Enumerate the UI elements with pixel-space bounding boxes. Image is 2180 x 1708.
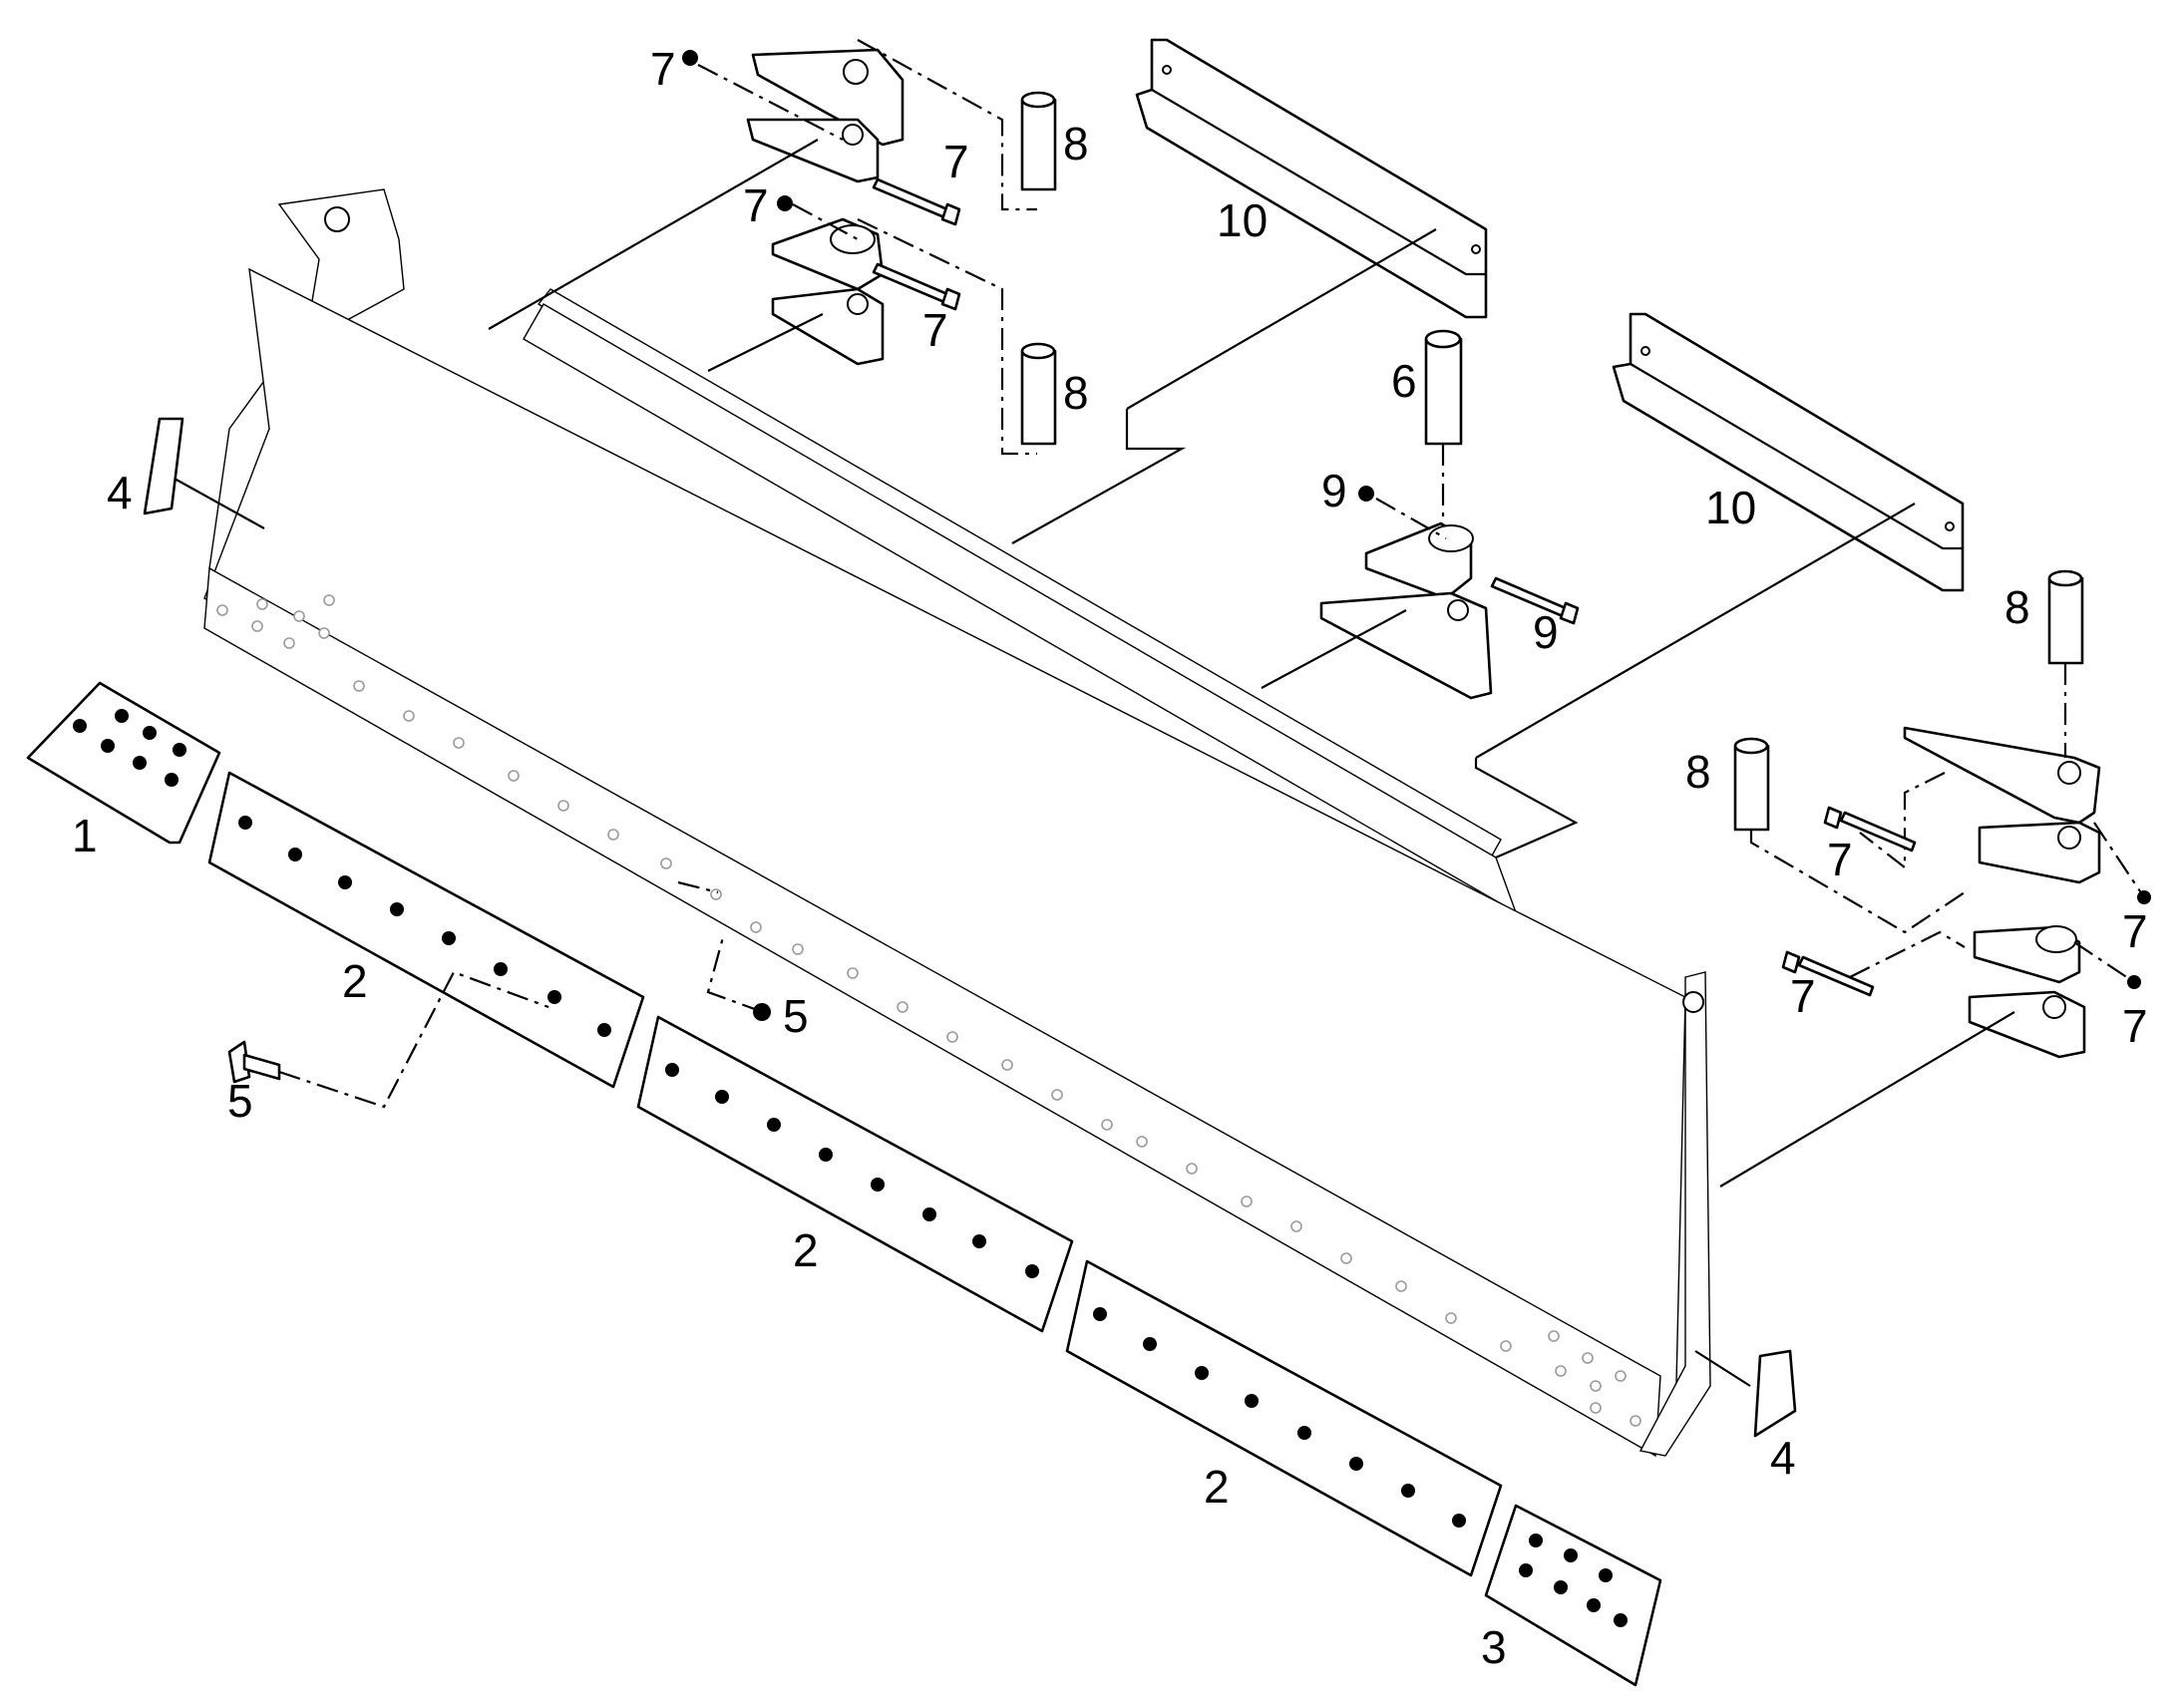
callout-8d: 8 xyxy=(1685,746,1711,798)
callout-2c: 2 xyxy=(1204,1461,1230,1513)
bracket-right-top xyxy=(1903,726,2101,884)
bracket-upper-left-bottom xyxy=(707,217,885,372)
bolt-7a xyxy=(872,177,961,226)
callout-7g: 7 xyxy=(1790,970,1816,1022)
angle-bar-upper xyxy=(1126,38,1488,410)
callout-2b: 2 xyxy=(793,1224,819,1276)
callout-3: 3 xyxy=(1481,1621,1507,1673)
callout-6: 6 xyxy=(1391,355,1417,407)
blade-bolt-holes xyxy=(216,594,1641,1427)
bracket-upper-left-top xyxy=(488,48,905,330)
callout-7h: 7 xyxy=(2122,1000,2148,1052)
end-bit-left xyxy=(26,681,221,845)
pin-6 xyxy=(1424,329,1463,518)
cutting-edge-3 xyxy=(1065,1259,1503,1577)
pin-8-right-lower xyxy=(1733,737,1966,934)
callout-8a: 8 xyxy=(1063,118,1089,170)
callout-7d: 7 xyxy=(922,304,948,356)
callout-4-left: 4 xyxy=(107,467,133,518)
pin-8-upper xyxy=(1020,91,1057,191)
bracket-right-bottom xyxy=(1719,925,2086,1188)
callout-7a: 7 xyxy=(650,43,676,95)
cutting-edge-1 xyxy=(207,771,645,1089)
angle-bar-lower xyxy=(1475,312,1965,759)
cutting-edge-2 xyxy=(636,1015,1074,1333)
dozer-blade xyxy=(203,188,1711,1458)
callout-8c: 8 xyxy=(2004,581,2030,633)
callout-4-right: 4 xyxy=(1770,1432,1796,1484)
end-bit-right xyxy=(1484,1504,1662,1687)
callout-7b: 7 xyxy=(943,136,969,187)
pin-8-right-upper xyxy=(2047,569,2084,758)
callout-1: 1 xyxy=(72,810,98,861)
callout-2a: 2 xyxy=(342,955,368,1007)
bolt-9 xyxy=(1490,576,1580,625)
pin-8-middle xyxy=(1020,342,1057,446)
callout-7c: 7 xyxy=(743,179,769,231)
callout-8b: 8 xyxy=(1063,367,1089,419)
bracket-center xyxy=(1261,521,1493,700)
bolt-5 xyxy=(227,970,549,1109)
wear-plate-right xyxy=(1694,1349,1797,1438)
callout-7f: 7 xyxy=(2122,905,2148,957)
wear-plate-left xyxy=(143,417,265,529)
callout-5b: 5 xyxy=(227,1075,253,1127)
callout-9a: 9 xyxy=(1321,465,1347,516)
callout-7e: 7 xyxy=(1827,834,1853,885)
callout-9b: 9 xyxy=(1533,606,1559,658)
callout-10b: 10 xyxy=(1705,482,1756,533)
callout-5a: 5 xyxy=(783,990,809,1042)
callout-10a: 10 xyxy=(1217,194,1268,246)
bolt-7c xyxy=(1823,806,1917,853)
bolt-7d xyxy=(1781,950,1875,997)
bolt-7b xyxy=(872,262,961,311)
